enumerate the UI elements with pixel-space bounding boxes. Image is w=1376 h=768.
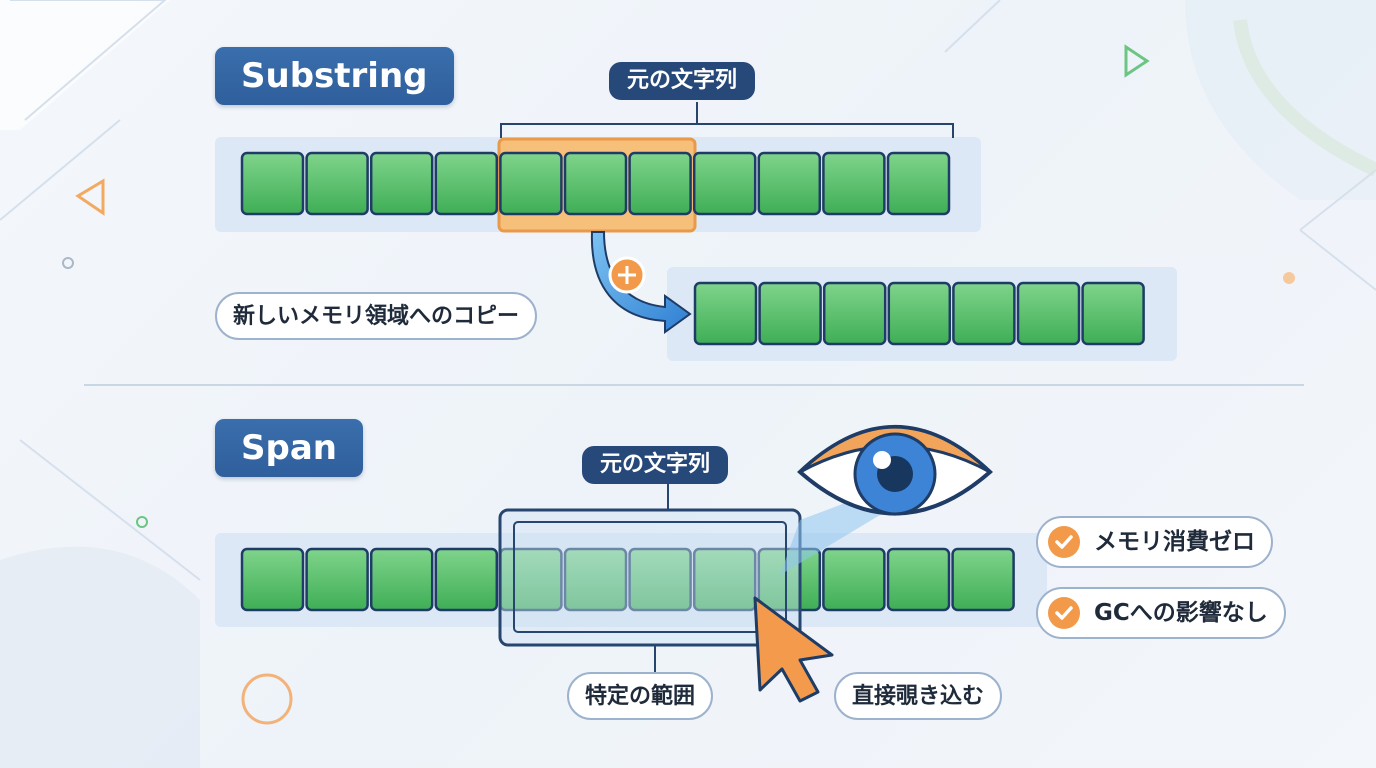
source-bracket xyxy=(500,123,954,138)
copied-cell xyxy=(1016,281,1081,346)
check-icon xyxy=(1048,526,1080,558)
span-window xyxy=(498,508,802,647)
span-cell xyxy=(822,547,886,612)
string-cell xyxy=(369,151,434,216)
circle-decor-icon xyxy=(241,673,293,725)
string-cell xyxy=(692,151,757,216)
span-cell xyxy=(692,547,757,612)
string-cell xyxy=(628,151,692,216)
copied-cell xyxy=(887,281,952,346)
substring-source-tag: 元の文字列 xyxy=(609,62,756,100)
view-beam xyxy=(780,502,880,575)
span-cell xyxy=(305,547,369,612)
play-decor-icon xyxy=(1124,44,1150,78)
check-icon xyxy=(1048,597,1080,629)
span-cell xyxy=(757,547,822,612)
eye-icon xyxy=(797,425,993,516)
view-label: 直接覗き込む xyxy=(834,672,1003,720)
cursor-icon xyxy=(753,596,834,703)
string-cell xyxy=(822,151,886,216)
copied-cell xyxy=(952,281,1016,346)
span-cell xyxy=(434,547,499,612)
span-source-tag: 元の文字列 xyxy=(582,446,729,484)
copied-cell xyxy=(1081,281,1145,346)
benefit-item: メモリ消費ゼロ xyxy=(1036,516,1273,568)
string-cell xyxy=(886,151,951,216)
string-cell xyxy=(305,151,369,216)
span-title: Span xyxy=(215,419,363,477)
benefit-item: GCへの影響なし xyxy=(1036,587,1286,639)
substring-title: Substring xyxy=(215,47,454,105)
span-cell xyxy=(240,547,305,612)
triangle-decor-icon xyxy=(75,178,105,216)
span-cell xyxy=(886,547,951,612)
benefit-label: メモリ消費ゼロ xyxy=(1094,529,1255,555)
copied-cell xyxy=(693,281,758,346)
copied-cell xyxy=(822,281,887,346)
copied-cell xyxy=(758,281,822,346)
copy-label: 新しいメモリ領域へのコピー xyxy=(215,292,538,340)
benefit-label: GCへの影響なし xyxy=(1094,600,1268,626)
span-cell xyxy=(563,547,628,612)
string-cell xyxy=(563,151,628,216)
string-cell xyxy=(757,151,822,216)
span-cell xyxy=(369,547,434,612)
string-cell xyxy=(434,151,499,216)
string-cell xyxy=(499,151,563,216)
string-cell xyxy=(240,151,305,216)
plus-icon xyxy=(608,256,646,294)
span-cell xyxy=(951,547,1015,612)
range-label: 特定の範囲 xyxy=(567,672,714,720)
span-cell xyxy=(628,547,692,612)
